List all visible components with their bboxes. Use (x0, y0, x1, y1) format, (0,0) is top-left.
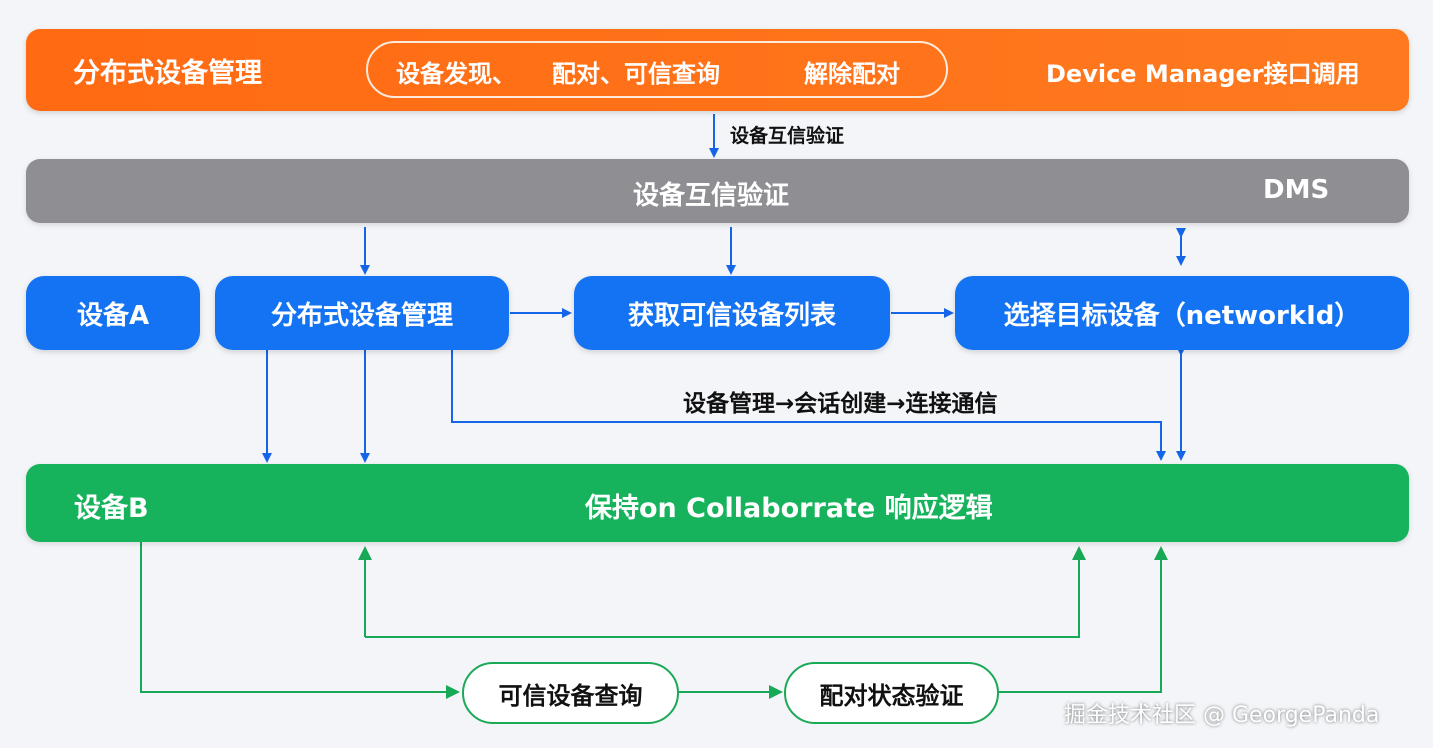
dist-mgmt-box: 分布式设备管理 (215, 276, 509, 350)
device-a-box: 设备A (26, 276, 200, 350)
dms-label: DMS (1263, 175, 1330, 205)
pill-item-pair-query: 配对、可信查询 (552, 60, 720, 88)
pill-item-unpair: 解除配对 (804, 60, 900, 88)
top-bar-title: 分布式设备管理 (73, 58, 262, 89)
arrow-green-loop-right (365, 546, 1086, 638)
watermark: 掘金技术社区 @ GeorgePanda (1064, 703, 1380, 728)
collaborate-label: 保持on Collaborrate 响应逻辑 (585, 493, 993, 524)
arrow-b-to-trusted-query (140, 541, 460, 699)
trusted-query-pill: 可信设备查询 (462, 662, 679, 724)
trust-arrow-label: 设备互信验证 (730, 125, 845, 147)
device-b-bar: 设备B 保持on Collaborrate 响应逻辑 (26, 464, 1409, 542)
arrow-session-loop (447, 340, 1166, 461)
function-pill (366, 41, 948, 98)
select-target-box: 选择目标设备（networkId） (955, 276, 1409, 350)
dms-center-label: 设备互信验证 (633, 181, 790, 211)
trusted-list-box: 获取可信设备列表 (574, 276, 890, 350)
arrow-verify-to-b (999, 546, 1168, 693)
device-b-label: 设备B (74, 493, 149, 524)
api-call-label: Device Manager接口调用 (1046, 60, 1360, 88)
pair-verify-pill: 配对状态验证 (784, 662, 999, 724)
dms-bar: 设备互信验证 DMS (26, 159, 1409, 223)
top-bar: 分布式设备管理 设备发现、 配对、可信查询 解除配对 Device Manage… (26, 29, 1409, 111)
session-flow-label: 设备管理→会话创建→连接通信 (683, 391, 998, 417)
pill-item-discover: 设备发现、 (396, 60, 516, 88)
